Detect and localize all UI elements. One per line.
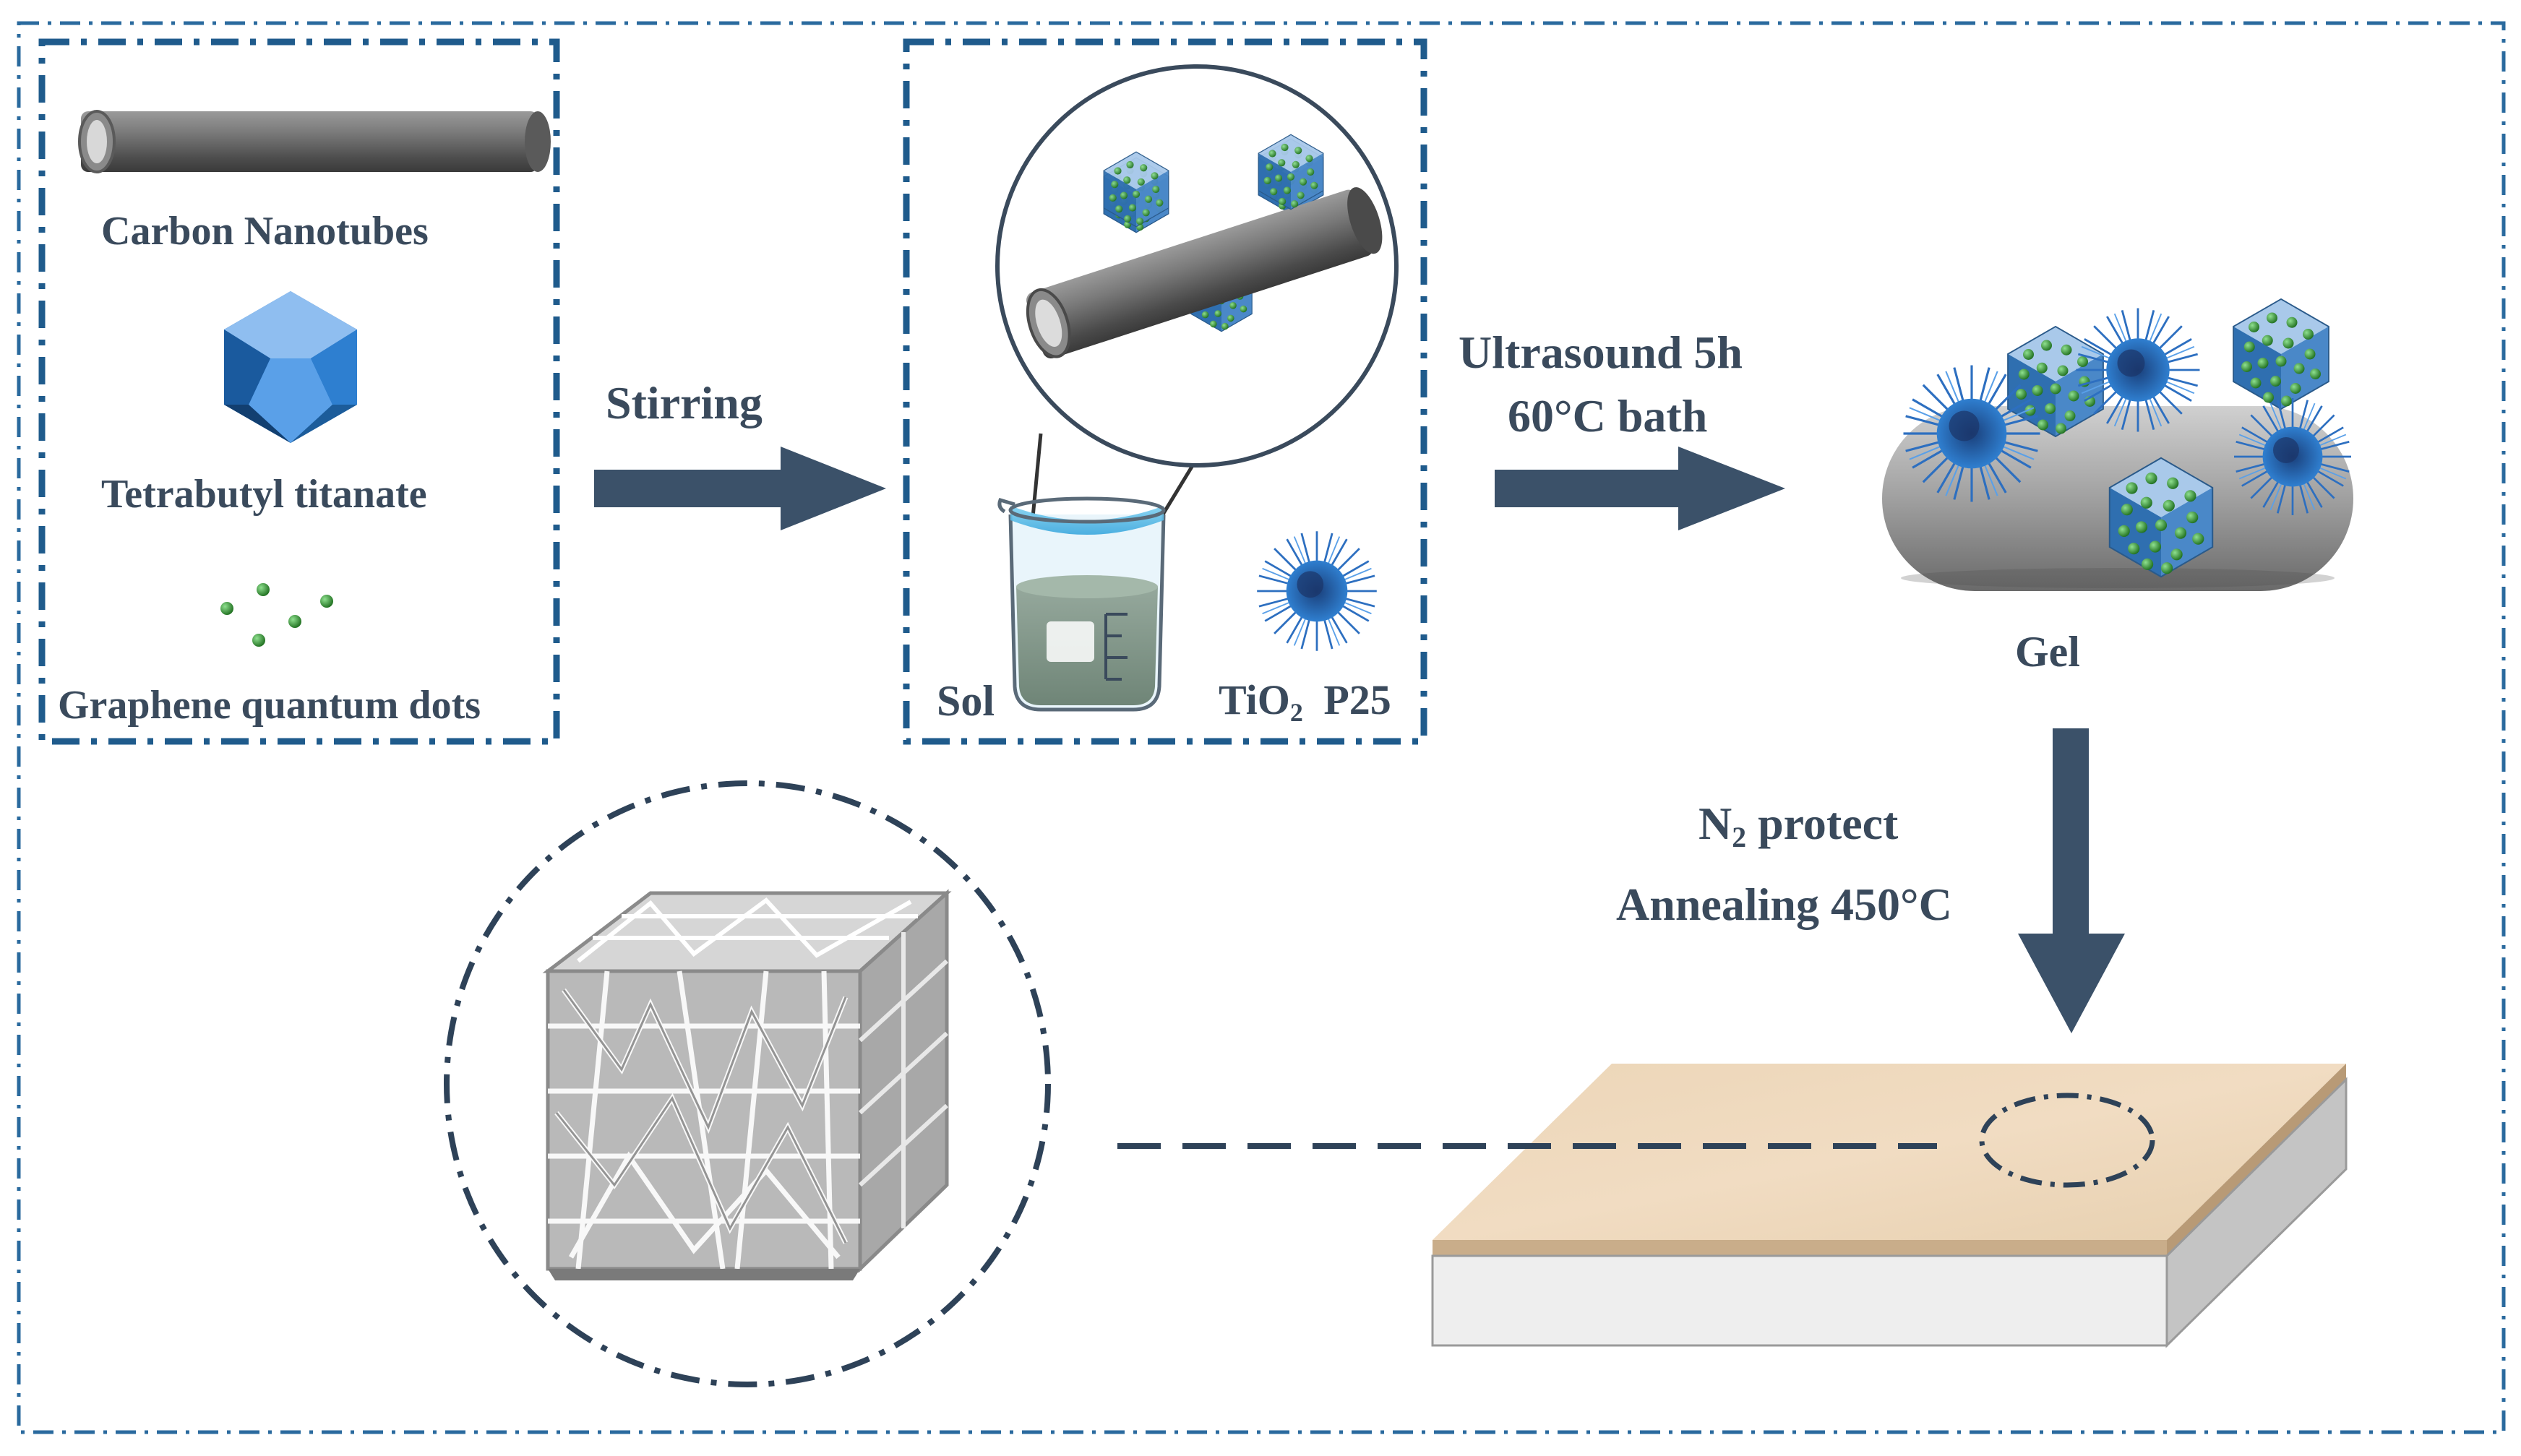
precursors-box [38, 38, 560, 745]
outer-frame [17, 21, 2506, 1434]
beaker-sol-icon [997, 496, 1166, 712]
gel-composite-icon [1882, 298, 2353, 591]
tio2-p25-particle-icon [1255, 530, 1378, 652]
n2-subscript: 2 [1732, 822, 1747, 854]
gel-label: Gel [2015, 628, 2080, 676]
ultrasound-arrow [1495, 447, 1785, 530]
sol-label: Sol [937, 677, 995, 725]
annealing-label: Annealing 450°C [1616, 879, 1952, 930]
sol-box [903, 38, 1427, 745]
tio2-p25-label: TiO2 P25 [1219, 679, 1391, 726]
tetrabutyl-titanate-label: Tetrabutyl titanate [101, 472, 427, 517]
bath-label: 60°C bath [1508, 390, 1708, 441]
n2-protect-label: N2 protect [1698, 801, 1898, 853]
carbon-nanotube-icon [78, 110, 551, 173]
film-substrate-icon [1431, 1064, 2348, 1348]
tetrabutyl-titanate-crystal-icon [224, 291, 357, 443]
ultrasound-label: Ultrasound 5h [1459, 327, 1743, 378]
tio2-subscript: 2 [1289, 698, 1303, 728]
tio2-text: TiO [1219, 676, 1290, 723]
zoom-circle-nanotube-crystals [995, 64, 1399, 468]
carbon-nanotubes-label: Carbon Nanotubes [101, 209, 429, 254]
protect-text: protect [1746, 798, 1899, 849]
stirring-label: Stirring [606, 377, 763, 428]
porous-aerogel-cube-icon [444, 780, 1051, 1387]
p25-text: P25 [1323, 676, 1391, 723]
annealing-arrow [2018, 728, 2125, 1033]
n2-text: N [1698, 798, 1732, 849]
stirring-arrow [594, 447, 886, 530]
graphene-quantum-dots-icon [220, 583, 333, 647]
graphene-quantum-dots-label: Graphene quantum dots [58, 683, 481, 728]
